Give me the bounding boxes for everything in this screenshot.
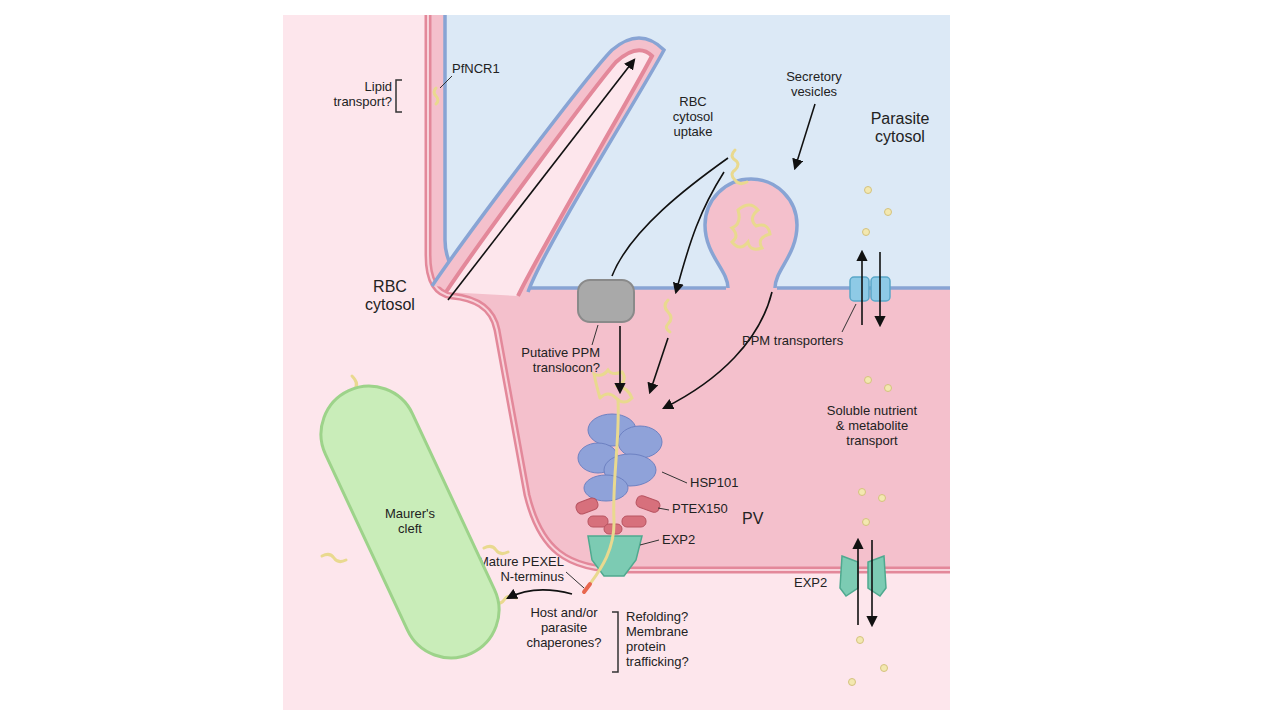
label: PPM transporters [742, 334, 843, 349]
parasitophorous-vacuole [428, 15, 950, 570]
pvm [428, 15, 950, 570]
label: Secretory vesicles [778, 70, 850, 100]
label: EXP2 [794, 576, 827, 591]
label: Parasite cytosol [860, 110, 940, 147]
label: RBC cytosol uptake [662, 95, 724, 140]
maurers-cleft: Maurer's cleft [310, 370, 510, 675]
secretory-vesicle [705, 179, 797, 288]
label: RBC cytosol [358, 278, 422, 315]
translocon [578, 280, 634, 322]
vesicle-neck [726, 284, 777, 292]
label: PfNCR1 [452, 62, 500, 77]
process-arrows [448, 60, 815, 598]
label: Soluble nutrient & metabolite transport [826, 404, 918, 449]
node-label: Maurer's cleft [375, 507, 445, 537]
label: EXP2 [662, 533, 695, 548]
pexel-tip [584, 584, 590, 592]
label: PTEX150 [672, 502, 728, 517]
label: HSP101 [690, 476, 738, 491]
exp2-channel [868, 556, 886, 596]
exp2-channel [840, 556, 858, 596]
rbc-cytosol [283, 15, 950, 710]
transporter [850, 277, 869, 301]
label: Host and/or parasite chaperones? [520, 606, 608, 651]
cleft-shape [305, 370, 515, 673]
label: Refolding? Membrane protein trafficking? [626, 610, 716, 670]
label: Lipid transport? [330, 80, 392, 110]
vesicle-membrane [705, 179, 797, 288]
label: PV [742, 510, 763, 528]
label: Putative PPM translocon? [495, 346, 600, 376]
pvm-inner [428, 15, 950, 570]
